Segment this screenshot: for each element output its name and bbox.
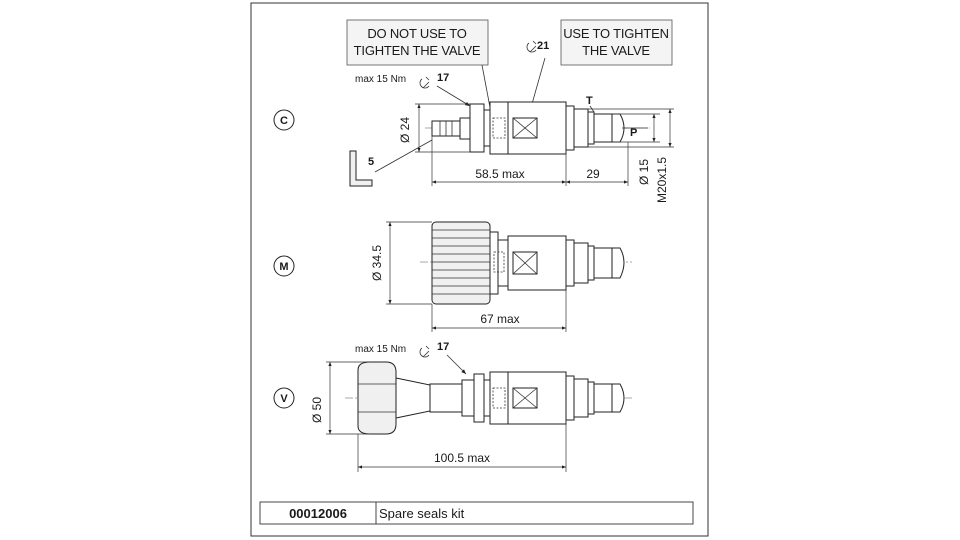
torque-c: max 15 Nm (355, 74, 406, 85)
thread-length-c: 29 (586, 167, 600, 181)
length-v: 100.5 max (434, 451, 490, 465)
callout-do-not-use: DO NOT USE TO TIGHTEN THE VALVE (346, 19, 493, 119)
wrench-icon: 21 (526, 40, 549, 53)
torque-v: max 15 Nm (355, 344, 406, 355)
drawing-frame (250, 2, 709, 537)
spare-kit-code: 00012006 (289, 506, 347, 521)
thread-c: M20x1.5 (655, 157, 669, 203)
wrench-icon: 17 (419, 72, 449, 89)
callout-use-line2: THE VALVE (582, 43, 650, 58)
knob-knurling (432, 229, 490, 295)
port-p: P (630, 127, 637, 139)
inner-diameter-c: Ø 15 (637, 159, 651, 185)
version-m: M Ø 34.5 (273, 221, 632, 332)
wrench-size-17-c: 17 (437, 72, 449, 84)
diameter-c: Ø 24 (398, 117, 412, 143)
version-c-badge (273, 109, 295, 131)
callout-use-to-tighten: USE TO TIGHTEN THE VALVE (527, 19, 673, 119)
version-m-badge (273, 255, 295, 277)
version-c: C max 15 Nm 17 Ø 24 (273, 72, 674, 203)
hex-key-size: 5 (368, 156, 374, 168)
version-c-letter: C (280, 115, 288, 127)
diameter-m: Ø 34.5 (370, 245, 384, 281)
version-v-badge (273, 387, 295, 409)
diameter-v: Ø 50 (310, 397, 324, 423)
version-m-letter: M (279, 261, 288, 273)
version-v-letter: V (280, 393, 288, 405)
length-m: 67 max (480, 312, 519, 326)
length-c: 58.5 max (475, 167, 524, 181)
callout-do-not-use-line2: TIGHTEN THE VALVE (354, 43, 481, 58)
wrench-icon: 17 (419, 341, 449, 358)
wrench-size-17-v: 17 (437, 341, 449, 353)
version-v: V max 15 Nm 17 Ø 50 (273, 341, 632, 472)
callout-do-not-use-line1: DO NOT USE TO (367, 26, 466, 41)
port-t: T (586, 95, 593, 107)
callout-use-line1: USE TO TIGHTEN (563, 26, 669, 41)
hex-key-icon (349, 150, 373, 187)
spare-parts-table: 00012006 Spare seals kit (259, 501, 694, 525)
spare-kit-description: Spare seals kit (379, 506, 465, 521)
wrench-size-21: 21 (537, 40, 549, 52)
